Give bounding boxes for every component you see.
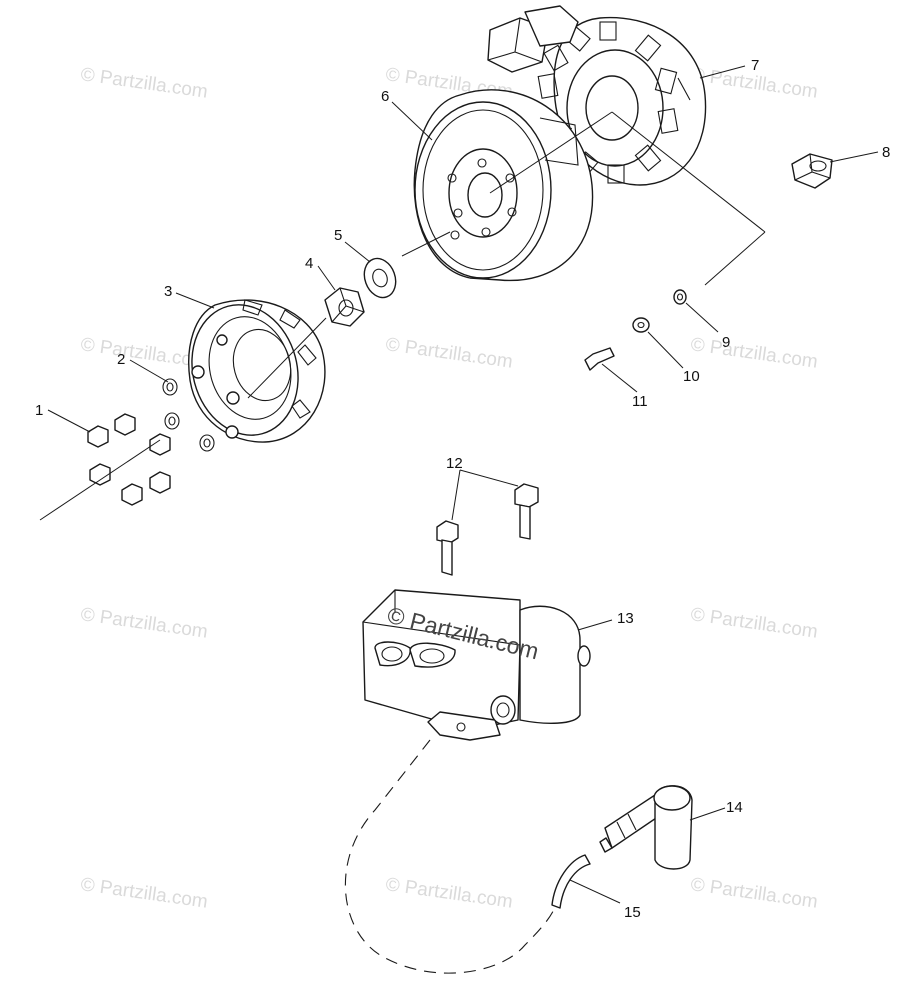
watermark: © Partzilla.com <box>79 874 209 913</box>
watermark: © Partzilla.com <box>689 874 819 913</box>
watermark: © Partzilla.com <box>384 334 514 373</box>
callout-8: 8 <box>882 144 890 161</box>
spark-plug-cap <box>599 785 693 870</box>
callout-5: 5 <box>334 227 342 244</box>
starter-cup <box>188 299 326 443</box>
callout-labels: 1 2 3 4 5 6 7 8 9 10 11 12 13 14 15 <box>35 57 890 921</box>
callout-1: 1 <box>35 402 43 419</box>
watermark: © Partzilla.com <box>689 604 819 643</box>
callout-13: 13 <box>617 610 634 627</box>
nut <box>324 287 365 327</box>
watermark: © Partzilla.com <box>384 874 514 913</box>
callout-2: 2 <box>117 351 125 368</box>
stator-plate <box>487 5 707 186</box>
small-hardware <box>584 289 687 371</box>
hose <box>551 854 591 909</box>
callout-14: 14 <box>726 799 743 816</box>
callout-15: 15 <box>624 904 641 921</box>
callout-10: 10 <box>683 368 700 385</box>
bolts <box>87 413 171 506</box>
long-bolts <box>436 483 539 576</box>
callout-9: 9 <box>722 334 730 351</box>
leader-lines <box>39 65 879 904</box>
watermark: © Partzilla.com <box>79 64 209 103</box>
watermark: © Partzilla.com <box>79 604 209 643</box>
callout-12: 12 <box>446 455 463 472</box>
clip <box>791 153 833 189</box>
wire-dashed <box>344 739 557 974</box>
ignition-coil <box>362 589 591 741</box>
callout-11: 11 <box>632 393 648 410</box>
flywheel <box>413 89 594 282</box>
watermark: © Partzilla.com <box>689 334 819 373</box>
callout-3: 3 <box>164 283 172 300</box>
washer <box>363 257 397 299</box>
callout-6: 6 <box>381 88 389 105</box>
callout-4: 4 <box>305 255 313 272</box>
lock-washers <box>162 378 215 452</box>
callout-7: 7 <box>751 57 759 74</box>
